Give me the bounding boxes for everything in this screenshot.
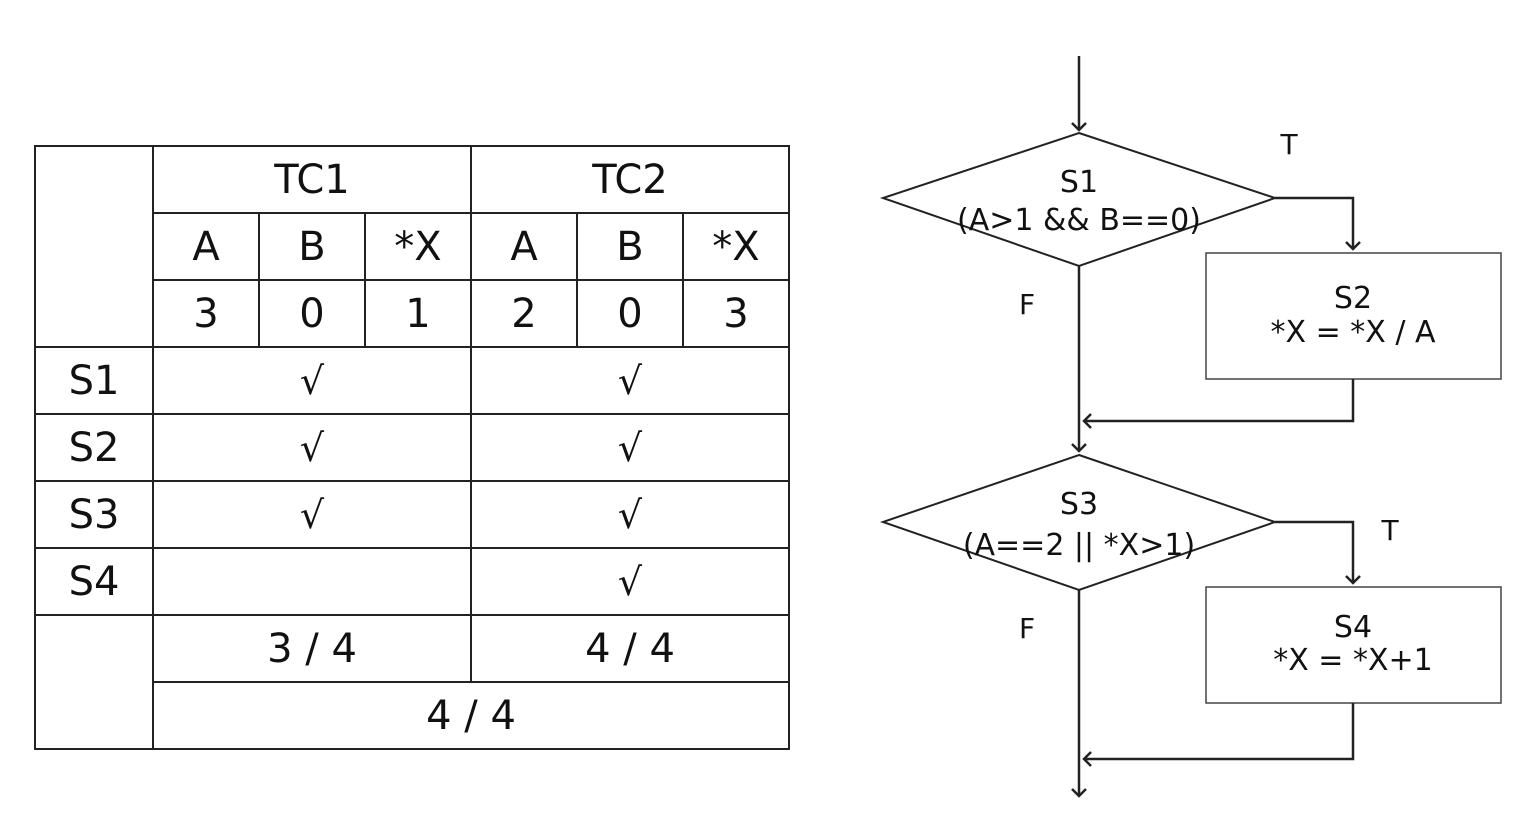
tc1-value-b: 0	[258, 279, 366, 348]
s2-merge-arrow	[1082, 379, 1355, 429]
tc2-header-x: *X	[682, 212, 790, 281]
decision-s3-condition: (A==2 || *X>1)	[963, 528, 1195, 563]
tc1-mark-s1: √	[152, 346, 472, 415]
tc1-header-b: B	[258, 212, 366, 281]
statement-label-s1: S1	[34, 346, 154, 415]
corner-cell	[34, 682, 154, 750]
corner-cell	[34, 614, 154, 682]
process-s4-code: *X = *X+1	[1273, 643, 1433, 678]
decision-s3-label: S3	[1060, 487, 1098, 522]
tc1-header-a: A	[152, 212, 260, 281]
tc2-mark-s2: √	[470, 413, 790, 482]
s1-true-arrow	[1275, 196, 1361, 251]
tc1-header: TC1	[152, 145, 472, 214]
tc2-mark-s1: √	[470, 346, 790, 415]
corner-cell	[34, 213, 154, 280]
corner-cell	[34, 145, 154, 213]
tc2-value-a: 2	[470, 279, 578, 348]
process-s4-label: S4	[1334, 610, 1372, 645]
statement-label-s3: S3	[34, 480, 154, 549]
tc2-header-a: A	[470, 212, 578, 281]
tc2-header-b: B	[576, 212, 684, 281]
decision-s1-true-label: T	[1279, 128, 1298, 161]
tc2-mark-s4: √	[470, 547, 790, 616]
tc1-mark-s3: √	[152, 480, 472, 549]
flowchart: S1 (A>1 && B==0) T F S2 *X = *X / A S3 (…	[879, 56, 1502, 798]
statement-label-s2: S2	[34, 413, 154, 482]
decision-s1-false-label: F	[1019, 288, 1035, 321]
tc2-value-x: 3	[682, 279, 790, 348]
tc1-coverage: 3 / 4	[152, 614, 472, 683]
tc1-value-x: 1	[364, 279, 472, 348]
process-s2-label: S2	[1334, 281, 1372, 316]
statement-label-s4: S4	[34, 547, 154, 616]
tc1-mark-s2: √	[152, 413, 472, 482]
tc1-mark-s4	[152, 547, 472, 616]
tc2-header: TC2	[470, 145, 790, 214]
decision-s3	[879, 453, 1279, 592]
s4-merge-arrow	[1082, 703, 1355, 767]
tc2-coverage: 4 / 4	[470, 614, 790, 683]
tc2-value-b: 0	[576, 279, 684, 348]
corner-cell	[34, 280, 154, 348]
s3-true-arrow	[1275, 520, 1361, 585]
coverage-table: TC1 TC2 A B *X A B *X 3 0 1 2 0 3 S1 √ √…	[34, 145, 790, 750]
tc1-header-x: *X	[364, 212, 472, 281]
decision-s3-false-label: F	[1019, 612, 1035, 645]
decision-s1-condition: (A>1 && B==0)	[957, 203, 1201, 238]
tc2-mark-s3: √	[470, 480, 790, 549]
process-s2-code: *X = *X / A	[1270, 315, 1435, 350]
total-coverage: 4 / 4	[152, 681, 790, 750]
decision-s1-label: S1	[1060, 165, 1098, 200]
decision-s3-true-label: T	[1380, 514, 1399, 547]
tc1-value-a: 3	[152, 279, 260, 348]
